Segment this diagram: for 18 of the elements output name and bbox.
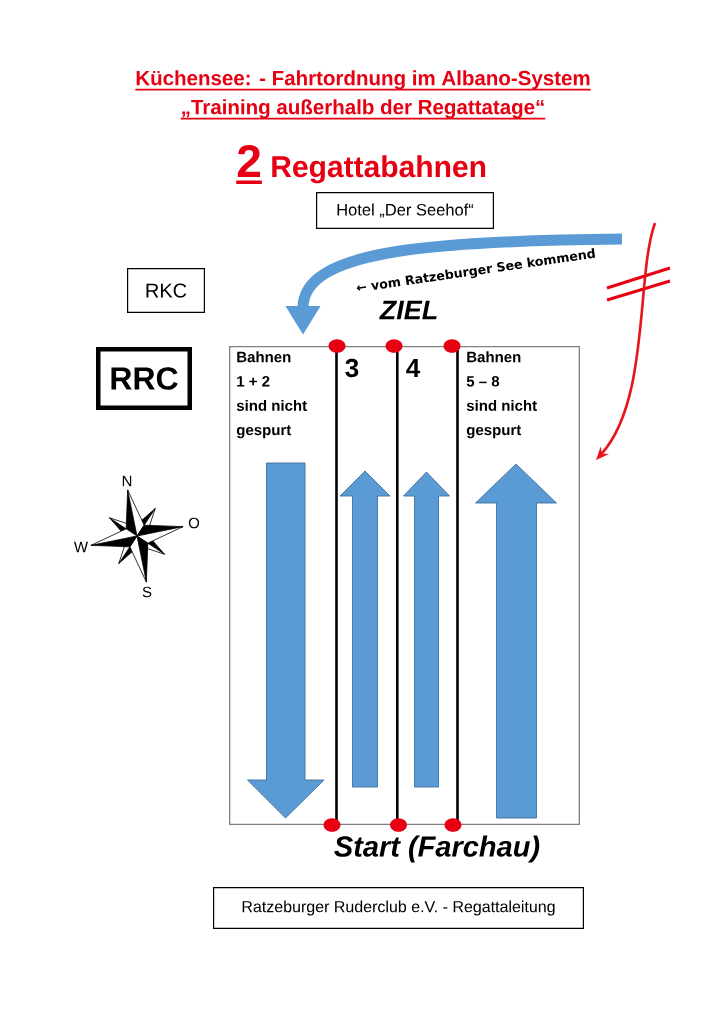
edge-label: ← vom Ratzeburger See kommend [354, 247, 598, 296]
map-label: ZIEL [379, 300, 437, 320]
compass-letter: W [74, 541, 88, 553]
label-box: RRC [96, 347, 192, 410]
lane-number: 4 [406, 359, 421, 377]
lane-box [229, 346, 580, 825]
heading-number: 2 [236, 144, 262, 184]
footer-box: Ratzeburger Ruderclub e.V. - Regattaleitung [213, 887, 584, 929]
title: Küchensee: - Fahrtordnung im Albano-System „Training außerhalb der Regattatage“ [134, 70, 592, 120]
note-text: Bahnen 1 + 2 sind nicht gespurt [236, 351, 307, 439]
lane-number: 3 [345, 358, 359, 378]
label-box: RKC [127, 268, 205, 313]
compass-letter: S [142, 586, 152, 598]
map-label: Start (Farchau) [334, 835, 540, 863]
note-text: Bahnen 5 – 8 sind nicht gespurt [466, 351, 537, 439]
compass-letter: O [188, 517, 200, 529]
label-box: Hotel „Der Seehof“ [316, 192, 494, 229]
compass-letter: N [122, 475, 132, 487]
